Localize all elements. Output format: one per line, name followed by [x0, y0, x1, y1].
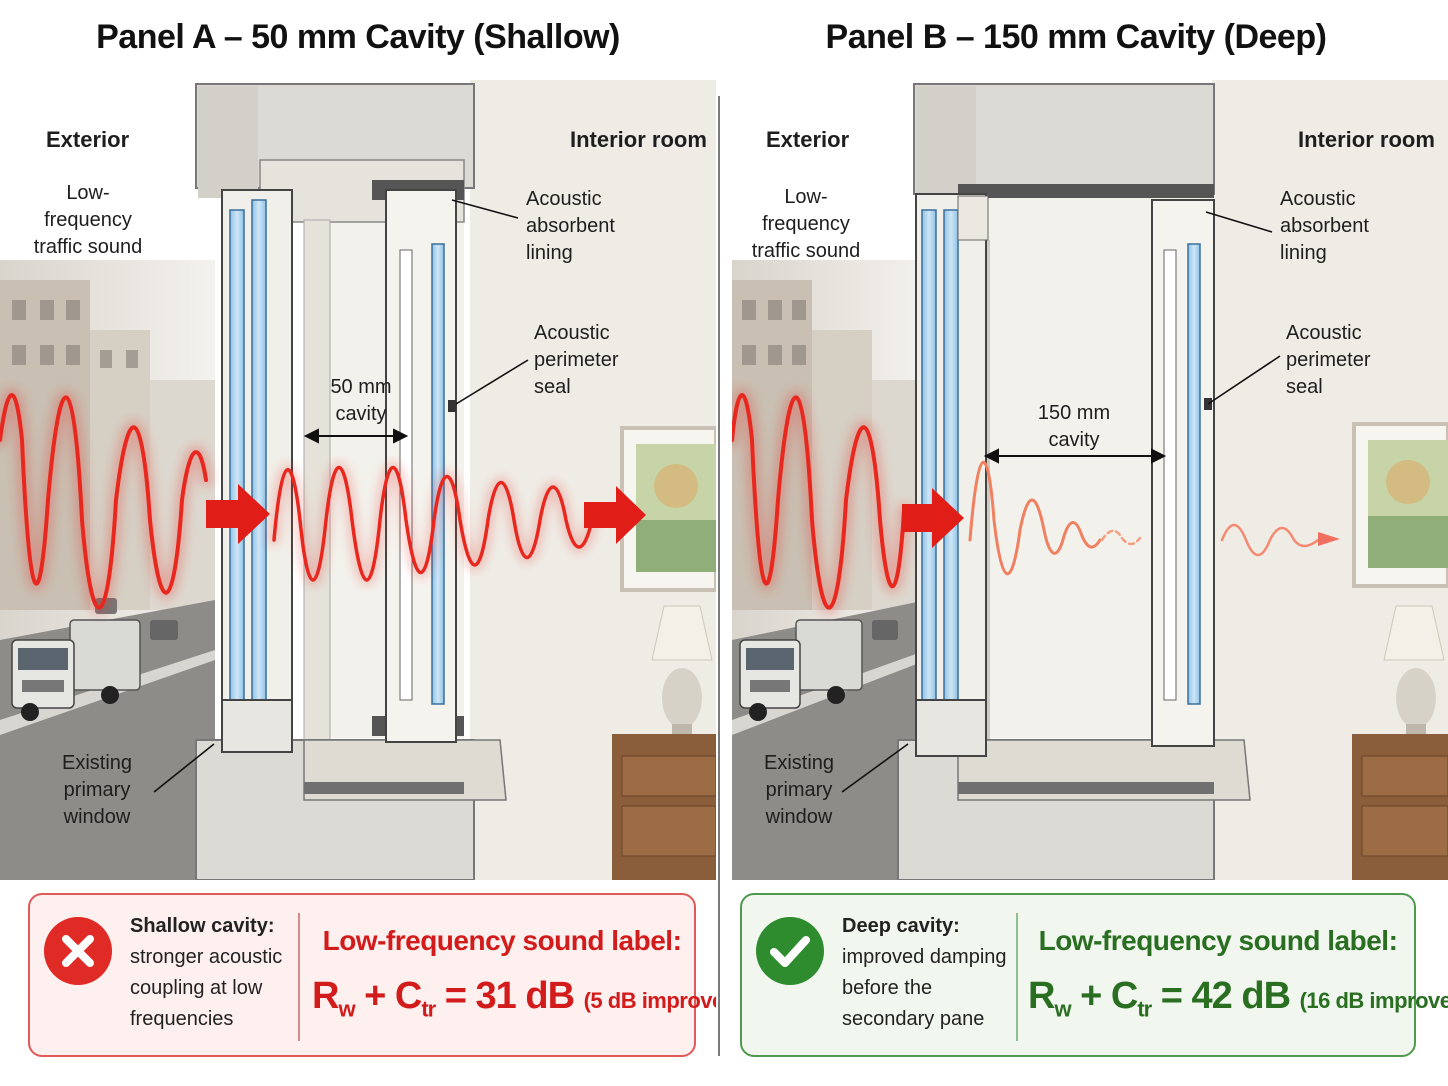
interior-label: Interior room: [570, 127, 707, 152]
check-icon: [756, 917, 824, 985]
cavity-label: 50 mm cavity: [330, 376, 392, 425]
cavity-dimension: [983, 448, 1167, 464]
panel-a-result: Low-frequency sound label: Rw + Ctr = 31…: [312, 925, 716, 1023]
sound-wave: [0, 388, 598, 615]
rating-formula: Rw + Ctr = 31 dB (5 dB improvement): [312, 975, 716, 1023]
secondary-glass: [1187, 243, 1201, 705]
table-lamp-icon: [651, 605, 713, 734]
panel-b-title: Panel B – 150 mm Cavity (Deep): [825, 18, 1327, 56]
nightstand: [1352, 734, 1448, 880]
cross-icon: [44, 917, 112, 985]
panel-a-title: Panel A – 50 mm Cavity (Shallow): [96, 18, 620, 56]
arrow-icon: [584, 486, 646, 544]
panel-b-summary: Deep cavity: improved damping before the…: [740, 893, 1448, 1057]
separator: [298, 913, 300, 1041]
nightstand: [612, 734, 716, 880]
cavity-label: 150 mm cavity: [1037, 402, 1111, 451]
result-label: Low-frequency sound label:: [1038, 925, 1398, 956]
exterior-label: Exterior: [46, 127, 130, 152]
panel-a-summary: Shallow cavity: stronger acoustic coupli…: [28, 893, 716, 1057]
arrow-icon: [902, 488, 964, 548]
arrow-icon: [206, 484, 270, 544]
panel-b-note: Deep cavity: improved damping before the…: [842, 915, 1007, 1030]
separator: [1016, 913, 1018, 1041]
arrow-icon: [1318, 532, 1340, 546]
truck-icon: [11, 619, 141, 721]
absorbent-lining-top: [958, 184, 1214, 198]
sound-wave: [732, 388, 1320, 615]
improvement-text: (16 dB improvement): [1299, 988, 1448, 1013]
panel-b: Panel B – 150 mm Cavity (Deep): [732, 0, 1448, 1086]
truck-icon: [739, 619, 863, 721]
primary-glass-inner: [251, 199, 267, 721]
panel-divider: [718, 96, 720, 1056]
panel-b-illustration: Exterior Interior room Low-frequency tra…: [732, 80, 1448, 880]
result-label: Low-frequency sound label:: [322, 925, 682, 956]
picture-frame: [1352, 422, 1448, 588]
traffic-sound-label: Low-frequency traffic sound: [751, 186, 861, 262]
secondary-window-frame: [1151, 199, 1215, 747]
absorbent-lining-bottom: [958, 782, 1214, 794]
primary-window-label: Existing primary window: [763, 752, 835, 828]
panel-a: Panel A – 50 mm Cavity (Shallow): [0, 0, 716, 1086]
panel-a-illustration: Exterior Interior room Low-frequency tra…: [0, 80, 716, 880]
rating-formula: Rw + Ctr = 42 dB (16 dB improvement): [1028, 975, 1448, 1023]
traffic-sound-label: Low-frequency traffic sound: [33, 182, 143, 258]
table-lamp-icon: [1383, 605, 1445, 734]
panel-a-cross-section: [0, 80, 716, 880]
primary-glass-inner: [943, 209, 959, 731]
perimeter-seal-label: Acoustic perimeter seal: [534, 322, 619, 398]
exterior-label: Exterior: [766, 127, 850, 152]
panel-b-result: Low-frequency sound label: Rw + Ctr = 42…: [1028, 925, 1448, 1023]
interior-label: Interior room: [1298, 127, 1435, 152]
perimeter-seal-label: Acoustic perimeter seal: [1286, 322, 1371, 398]
improvement-text: (5 dB improvement): [583, 988, 716, 1013]
primary-glass-outer: [921, 209, 937, 711]
cavity-dimension: [303, 428, 409, 444]
panel-b-cross-section: [732, 80, 1448, 880]
primary-glass-outer: [229, 209, 245, 711]
absorbent-lining-label: Acoustic absorbent lining: [1280, 188, 1369, 264]
perimeter-seal: [448, 400, 456, 412]
absorbent-lining-label: Acoustic absorbent lining: [526, 188, 615, 264]
primary-window-label: Existing primary window: [61, 752, 133, 828]
panel-a-note: Shallow cavity: stronger acoustic coupli…: [130, 915, 283, 1030]
